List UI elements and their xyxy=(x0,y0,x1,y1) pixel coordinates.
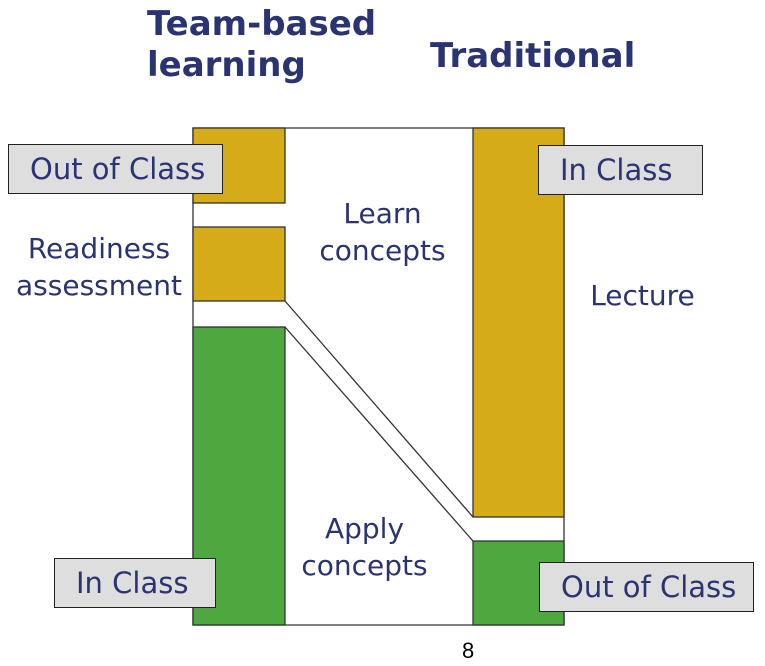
label-tbl-in-class: In Class xyxy=(54,558,216,608)
heading-traditional: Traditional xyxy=(430,36,636,76)
label-readiness-assessment: Readiness assessment xyxy=(10,230,188,304)
label-learn-concepts: Learn concepts xyxy=(300,195,465,269)
heading-team-based-learning: Team-based learning xyxy=(147,4,377,85)
learn-line-2: concepts xyxy=(319,234,446,267)
divider-line-upper xyxy=(284,300,474,518)
divider-line-lower xyxy=(284,326,474,542)
readiness-assessment-bar xyxy=(192,226,286,302)
readiness-line-2: assessment xyxy=(16,269,182,302)
learn-line-1: Learn xyxy=(343,197,422,230)
label-lecture: Lecture xyxy=(590,279,695,312)
label-tbl-out-of-class: Out of Class xyxy=(8,144,223,194)
label-trad-out-of-class: Out of Class xyxy=(539,562,754,612)
readiness-line-1: Readiness xyxy=(27,232,171,265)
apply-line-1: Apply xyxy=(324,512,405,545)
apply-line-2: concepts xyxy=(301,549,428,582)
label-trad-in-class: In Class xyxy=(538,145,703,195)
label-apply-concepts: Apply concepts xyxy=(282,510,447,584)
page-number: 8 xyxy=(462,638,475,663)
